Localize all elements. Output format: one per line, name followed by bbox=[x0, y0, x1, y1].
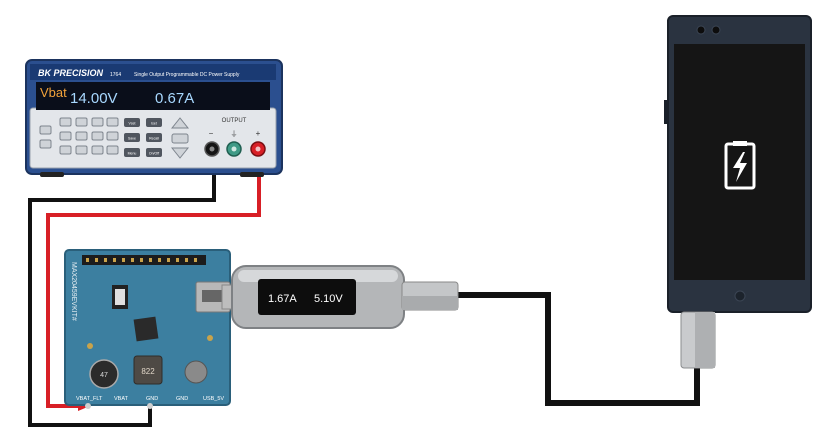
power-supply: BK PRECISION 1764 Single Output Programm… bbox=[25, 59, 283, 177]
key-menu[interactable] bbox=[124, 148, 140, 157]
key-recall-label: Recall bbox=[149, 137, 159, 141]
meter-display bbox=[258, 279, 356, 315]
key-4[interactable] bbox=[59, 131, 72, 141]
pin-header bbox=[82, 255, 206, 265]
key-9[interactable] bbox=[91, 117, 104, 127]
key-save-label: Save bbox=[128, 137, 136, 141]
key-0[interactable] bbox=[106, 145, 119, 155]
key-iset[interactable] bbox=[146, 118, 162, 127]
header-pins bbox=[86, 258, 197, 262]
key-8[interactable] bbox=[75, 117, 88, 127]
evaluation-board: MAX20459EVKIT# 822 47 VBAT_FLT VBAT GND … bbox=[64, 249, 231, 409]
terminal-plus-label: + bbox=[256, 129, 261, 138]
inductor bbox=[133, 355, 163, 385]
label-usb-5v: USB_5V bbox=[203, 396, 224, 402]
pad-vbat-flt[interactable] bbox=[85, 403, 91, 409]
key-save[interactable] bbox=[124, 133, 140, 142]
psu-display-voltage: 14.00V bbox=[70, 90, 118, 107]
terminal-minus-label: − bbox=[209, 129, 214, 138]
black-wire-psu bbox=[28, 152, 216, 427]
terminal-gnd-hole bbox=[231, 146, 237, 152]
psu-foot-right bbox=[240, 172, 264, 177]
meter-voltage: 5.10V bbox=[314, 293, 343, 305]
key-enter[interactable] bbox=[106, 131, 119, 141]
key-menu-label: Menu bbox=[128, 152, 137, 156]
output-label: OUTPUT bbox=[222, 118, 247, 124]
front-camera-icon bbox=[696, 25, 706, 35]
key-vset[interactable] bbox=[124, 118, 140, 127]
key-5[interactable] bbox=[75, 131, 88, 141]
capacitor-code: 47 bbox=[100, 372, 108, 379]
key-onoff-label: On/Off bbox=[149, 152, 159, 156]
smartphone bbox=[664, 15, 812, 369]
terminal-plus-hole bbox=[255, 146, 261, 152]
test-point-1 bbox=[87, 343, 93, 349]
meter-plug-right-shade bbox=[402, 296, 458, 310]
label-vbat-flt: VBAT_FLT bbox=[76, 396, 103, 402]
label-gnd-2: GND bbox=[176, 396, 188, 402]
key-7[interactable] bbox=[59, 117, 72, 127]
psu-display bbox=[36, 82, 270, 110]
pad-gnd[interactable] bbox=[147, 403, 153, 409]
front-sensor-icon bbox=[711, 25, 721, 35]
board-part-number: MAX20459EVKIT# bbox=[70, 262, 77, 321]
terminal-gnd-label: ⏚ bbox=[231, 130, 238, 138]
arrow-down-icon[interactable] bbox=[170, 147, 190, 159]
arrow-up-icon[interactable] bbox=[170, 117, 190, 129]
battery-charging-icon bbox=[724, 141, 756, 190]
psu-brand: BK PRECISION bbox=[38, 68, 104, 78]
home-button-icon[interactable] bbox=[734, 290, 746, 302]
key-2[interactable] bbox=[75, 145, 88, 155]
key-recall[interactable] bbox=[146, 133, 162, 142]
usb-a-port-slot bbox=[202, 290, 224, 302]
psu-keypad[interactable] bbox=[39, 117, 119, 155]
phone-usb-plug-shade bbox=[695, 312, 715, 368]
key-3[interactable] bbox=[91, 145, 104, 155]
psu-model: 1764 bbox=[110, 72, 121, 78]
key-side-1[interactable] bbox=[39, 125, 52, 135]
key-iset-label: Iset bbox=[151, 122, 157, 126]
psu-display-label: Vbat bbox=[40, 85, 67, 100]
inductor-code: 822 bbox=[141, 367, 155, 376]
red-wire-psu bbox=[46, 152, 261, 408]
ic-chip bbox=[133, 316, 159, 342]
key-6[interactable] bbox=[91, 131, 104, 141]
capacitor-large bbox=[89, 359, 119, 389]
capacitor-small bbox=[184, 360, 208, 384]
wires bbox=[28, 152, 700, 427]
key-esc[interactable] bbox=[106, 117, 119, 127]
phone-side-button[interactable] bbox=[664, 100, 668, 124]
label-gnd-1: GND bbox=[146, 396, 158, 402]
usb-cable bbox=[455, 292, 700, 406]
key-side-2[interactable] bbox=[39, 139, 52, 149]
test-point-2 bbox=[207, 335, 213, 341]
key-vset-label: Vset bbox=[128, 122, 135, 126]
usb-power-meter: 1.67A 5.10V bbox=[221, 265, 459, 329]
psu-function-keys[interactable]: Vset Iset Save Recall Menu On/Off bbox=[124, 118, 162, 157]
key-onoff[interactable] bbox=[146, 148, 162, 157]
key-1[interactable] bbox=[59, 145, 72, 155]
psu-display-current: 0.67A bbox=[155, 90, 194, 107]
meter-current: 1.67A bbox=[268, 293, 297, 305]
psu-description: Single Output Programmable DC Power Supp… bbox=[134, 72, 240, 78]
key-extra[interactable] bbox=[171, 133, 189, 144]
terminal-minus-hole bbox=[209, 146, 215, 152]
label-vbat: VBAT bbox=[114, 396, 129, 402]
psu-top-strip bbox=[30, 64, 276, 80]
dip-switch-window bbox=[115, 289, 125, 305]
psu-foot-left bbox=[40, 172, 64, 177]
